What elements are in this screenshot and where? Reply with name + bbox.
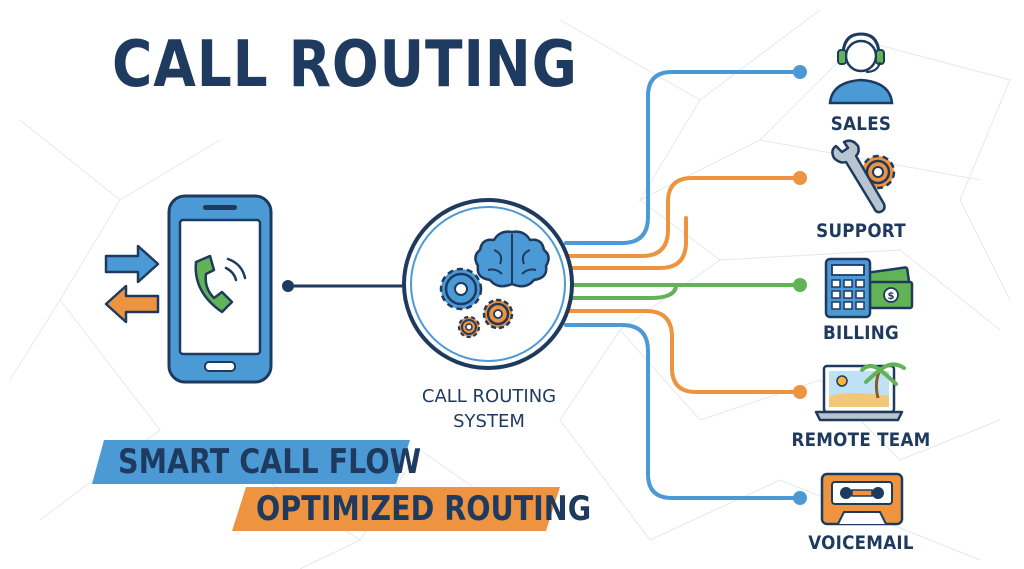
endpoint-phone bbox=[282, 280, 294, 292]
gear-large-icon bbox=[439, 267, 483, 311]
endpoint-support bbox=[793, 171, 807, 185]
headset-agent-icon bbox=[828, 32, 894, 105]
outgoing-arrow-icon bbox=[104, 284, 160, 324]
banner-smart-call-flow: SMART CALL FLOW bbox=[118, 442, 422, 482]
routing-lines bbox=[288, 70, 802, 500]
cassette-tape-icon bbox=[820, 472, 904, 526]
gear-small-icon bbox=[457, 315, 481, 339]
route-line-billing-2 bbox=[569, 283, 678, 300]
gear-orange-icon bbox=[482, 298, 514, 330]
phone-call-icon bbox=[194, 254, 247, 314]
endpoint-remote bbox=[793, 385, 807, 399]
route-line-remote bbox=[566, 309, 802, 394]
system-label-line-1: CALL ROUTING bbox=[421, 386, 557, 407]
route-line-support-2 bbox=[568, 216, 688, 270]
destination-label-billing: BILLING bbox=[822, 322, 900, 344]
banner-optimized-routing: OPTIMIZED ROUTING bbox=[256, 489, 592, 529]
endpoint-billing bbox=[793, 278, 807, 292]
system-label-line-2: SYSTEM bbox=[453, 411, 525, 432]
banner-shapes bbox=[92, 440, 560, 531]
calculator-money-icon: $ bbox=[824, 257, 914, 319]
route-line-sales bbox=[564, 70, 802, 245]
page-title: CALL ROUTING bbox=[112, 28, 578, 102]
brain-icon bbox=[474, 230, 550, 288]
route-endpoints bbox=[282, 65, 807, 505]
destination-label-voicemail: VOICEMAIL bbox=[808, 532, 914, 554]
banner-orange bbox=[232, 487, 560, 531]
routing-hub bbox=[402, 198, 574, 370]
endpoint-voicemail bbox=[793, 491, 807, 505]
route-line-support bbox=[566, 176, 802, 258]
destination-label-sales: SALES bbox=[830, 113, 892, 135]
banner-blue bbox=[92, 440, 410, 484]
laptop-beach-icon bbox=[814, 362, 906, 422]
system-label: CALL ROUTING SYSTEM bbox=[389, 384, 589, 434]
destination-label-remote-team: REMOTE TEAM bbox=[791, 429, 931, 451]
endpoint-sales bbox=[793, 65, 807, 79]
incoming-arrow-icon bbox=[104, 244, 160, 284]
smartphone-icon bbox=[167, 194, 273, 384]
destination-label-support: SUPPORT bbox=[816, 220, 906, 242]
svg-text:$: $ bbox=[888, 291, 895, 302]
route-line-voicemail bbox=[564, 323, 802, 500]
wrench-gear-icon bbox=[831, 139, 896, 214]
background-network bbox=[9, 9, 1011, 569]
